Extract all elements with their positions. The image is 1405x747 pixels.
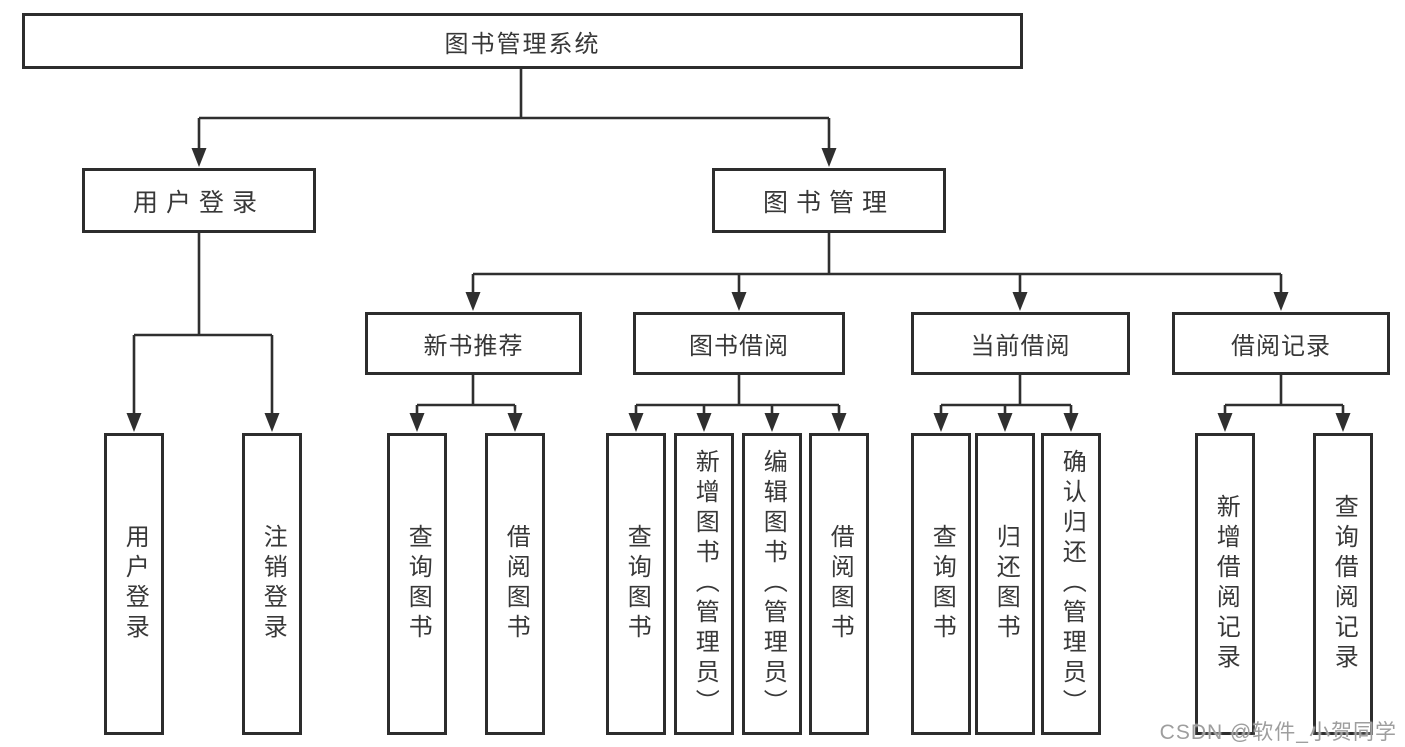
- leaf-borrow-books-borrowing: 借阅图书: [809, 433, 869, 735]
- node-current-borrowing: 当前借阅: [911, 312, 1130, 375]
- node-root-library-management-system: 图书管理系统: [22, 13, 1023, 69]
- leaf-borrow-books-recommend: 借阅图书: [485, 433, 545, 735]
- node-book-management: 图书管理: [712, 168, 946, 233]
- node-borrowing-records: 借阅记录: [1172, 312, 1390, 375]
- leaf-logout: 注销登录: [242, 433, 302, 735]
- leaf-edit-books-admin: 编辑图书（管理员）: [742, 433, 802, 735]
- node-user-login: 用户登录: [82, 168, 316, 233]
- leaf-add-books-admin: 新增图书（管理员）: [674, 433, 734, 735]
- arrowheads: [126, 148, 1351, 432]
- leaf-query-books-current: 查询图书: [911, 433, 971, 735]
- leaf-query-books-borrowing: 查询图书: [606, 433, 666, 735]
- leaf-confirm-return-admin: 确认归还（管理员）: [1041, 433, 1101, 735]
- leaf-query-books-recommend: 查询图书: [387, 433, 447, 735]
- node-new-book-recommendation: 新书推荐: [365, 312, 582, 375]
- leaf-user-login: 用户登录: [104, 433, 164, 735]
- leaf-return-books: 归还图书: [975, 433, 1035, 735]
- leaf-add-borrow-record: 新增借阅记录: [1195, 433, 1255, 735]
- leaf-query-borrow-record: 查询借阅记录: [1313, 433, 1373, 735]
- watermark: CSDN @软件_小贺同学: [1159, 721, 1397, 744]
- node-book-borrowing: 图书借阅: [633, 312, 845, 375]
